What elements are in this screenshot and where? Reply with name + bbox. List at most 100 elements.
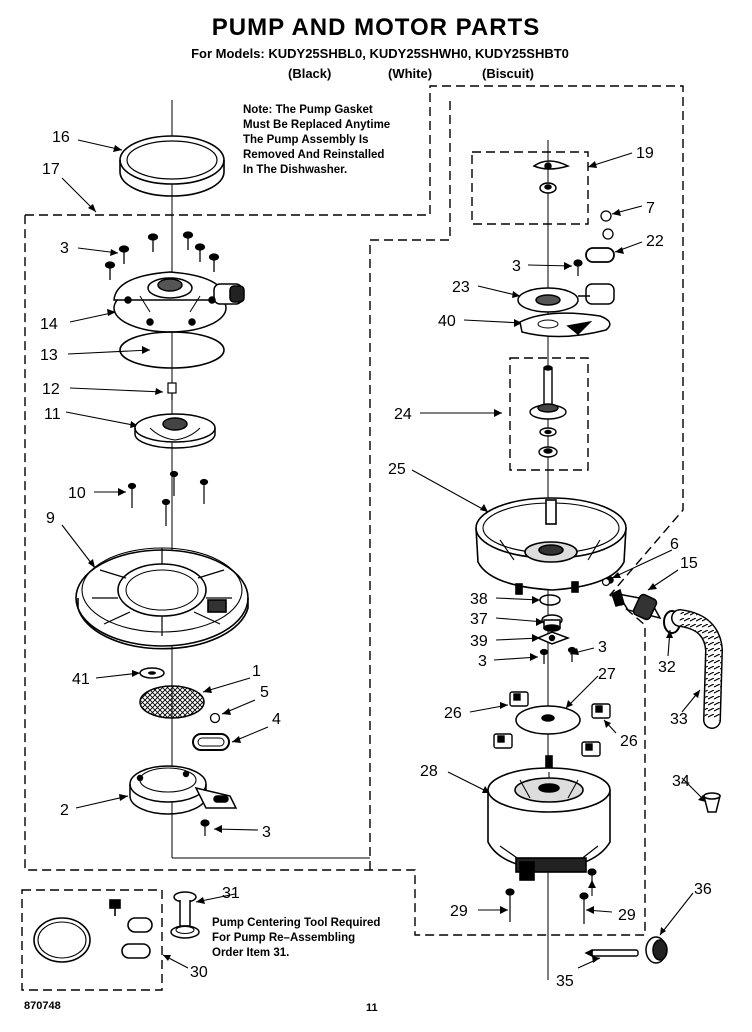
pump-body-25 (475, 497, 627, 595)
pump-gasket-note: Note: The Pump Gasket Must Be Replaced A… (243, 103, 390, 178)
callout-3: 3 (512, 258, 521, 275)
o-rings-7 (600, 210, 614, 240)
part-24-boundary (509, 357, 589, 471)
centering-tool-note: Pump Centering Tool Required For Pump Re… (212, 916, 380, 961)
callout-3: 3 (262, 824, 271, 841)
callout-5: 5 (260, 684, 269, 701)
washer-38 (539, 594, 561, 606)
callout-3: 3 (478, 653, 487, 670)
callout-41: 41 (72, 671, 90, 688)
callout-17: 17 (42, 161, 60, 178)
callout-24: 24 (394, 406, 412, 423)
callout-35: 35 (556, 973, 574, 990)
base-screw-3 (200, 819, 210, 836)
note-line: In The Dishwasher. (243, 164, 348, 176)
callout-12: 12 (42, 381, 60, 398)
callout-29: 29 (450, 903, 468, 920)
callout-3: 3 (60, 240, 69, 257)
callout-1: 1 (252, 663, 261, 680)
motor-28 (487, 755, 611, 881)
callout-33: 33 (670, 711, 688, 728)
drain-hose-33 (671, 609, 724, 729)
seal-plate-23 (517, 283, 615, 313)
pump-base-2 (129, 765, 238, 815)
gasket-40 (519, 312, 611, 338)
note-line: Note: The Pump Gasket (243, 104, 373, 116)
callout-28: 28 (420, 763, 438, 780)
washer-41 (139, 667, 165, 679)
callout-27: 27 (598, 666, 616, 683)
housing-screws-10 (127, 470, 209, 526)
gasket-4 (192, 733, 230, 751)
callout-labels: 16 17 3 14 13 12 11 10 9 41 1 5 4 2 3 31… (40, 129, 712, 990)
shaft-35 (584, 948, 639, 958)
screws-3-mid (539, 646, 577, 664)
pump-gasket-16 (119, 135, 225, 197)
callout-39: 39 (470, 633, 488, 650)
variant-white: (White) (388, 66, 433, 81)
o-ring-6 (601, 577, 611, 587)
impeller-11 (134, 413, 216, 449)
variant-biscuit: (Biscuit) (482, 66, 534, 81)
note-line: Must Be Replaced Anytime (243, 119, 391, 131)
tool-note-line: Pump Centering Tool Required (212, 917, 381, 929)
variant-black: (Black) (288, 66, 332, 81)
note-line: Removed And Reinstalled (243, 149, 385, 161)
callout-30: 30 (190, 964, 208, 981)
callout-25: 25 (388, 461, 406, 478)
callout-7: 7 (646, 200, 655, 217)
callout-13: 13 (40, 347, 58, 364)
page-number: 11 (366, 1002, 378, 1014)
housing-gasket-13 (119, 331, 225, 369)
centering-tool-31 (170, 891, 200, 939)
motor-mounts-26 (493, 691, 611, 757)
callout-36: 36 (694, 881, 712, 898)
callout-26: 26 (444, 705, 462, 722)
callout-22: 22 (646, 233, 664, 250)
gasket-22 (585, 247, 615, 263)
knob-36 (645, 936, 668, 964)
motor-plate-27 (515, 705, 581, 735)
callout-19: 19 (636, 145, 654, 162)
document-number: 870748 (24, 1000, 61, 1012)
callout-9: 9 (46, 510, 55, 527)
callout-11: 11 (44, 406, 61, 423)
callout-40: 40 (438, 313, 456, 330)
drive-part-19 (532, 160, 571, 194)
callout-23: 23 (452, 279, 470, 296)
leader-arrowheads (88, 145, 706, 963)
chopper-housing-9 (75, 547, 249, 650)
part-19-boundary (471, 151, 589, 225)
callout-2: 2 (60, 802, 69, 819)
tool-note-line: For Pump Re–Assembling (212, 932, 356, 944)
models-line: For Models: KUDY25SHBL0, KUDY25SHWH0, KU… (191, 46, 569, 61)
callout-6: 6 (670, 536, 679, 553)
callout-10: 10 (68, 485, 86, 502)
tool-kit-30 (33, 899, 153, 963)
callout-4: 4 (272, 711, 281, 728)
tool-kit-boundary (21, 889, 163, 991)
o-ring-5 (209, 712, 221, 724)
pump-housing-14 (113, 271, 245, 333)
callout-32: 32 (658, 659, 676, 676)
callout-31: 31 (222, 885, 240, 902)
drain-valve-15 (611, 588, 662, 621)
callout-14: 14 (40, 316, 58, 333)
inner-boundary (369, 96, 451, 870)
hose-end-34 (703, 792, 721, 813)
callout-26: 26 (620, 733, 638, 750)
impeller-screw-12 (167, 382, 177, 400)
bracket-39 (536, 631, 571, 645)
tool-note-line: Order Item 31. (212, 947, 290, 959)
pump-housing-screws (104, 231, 220, 280)
callout-3: 3 (598, 639, 607, 656)
note-line: The Pump Assembly Is (243, 134, 369, 146)
callout-16: 16 (52, 129, 70, 146)
callout-37: 37 (470, 611, 488, 628)
seal-37 (541, 614, 563, 632)
page-title: PUMP AND MOTOR PARTS (211, 14, 541, 41)
shaft-assembly-24 (529, 365, 567, 458)
callout-38: 38 (470, 591, 488, 608)
